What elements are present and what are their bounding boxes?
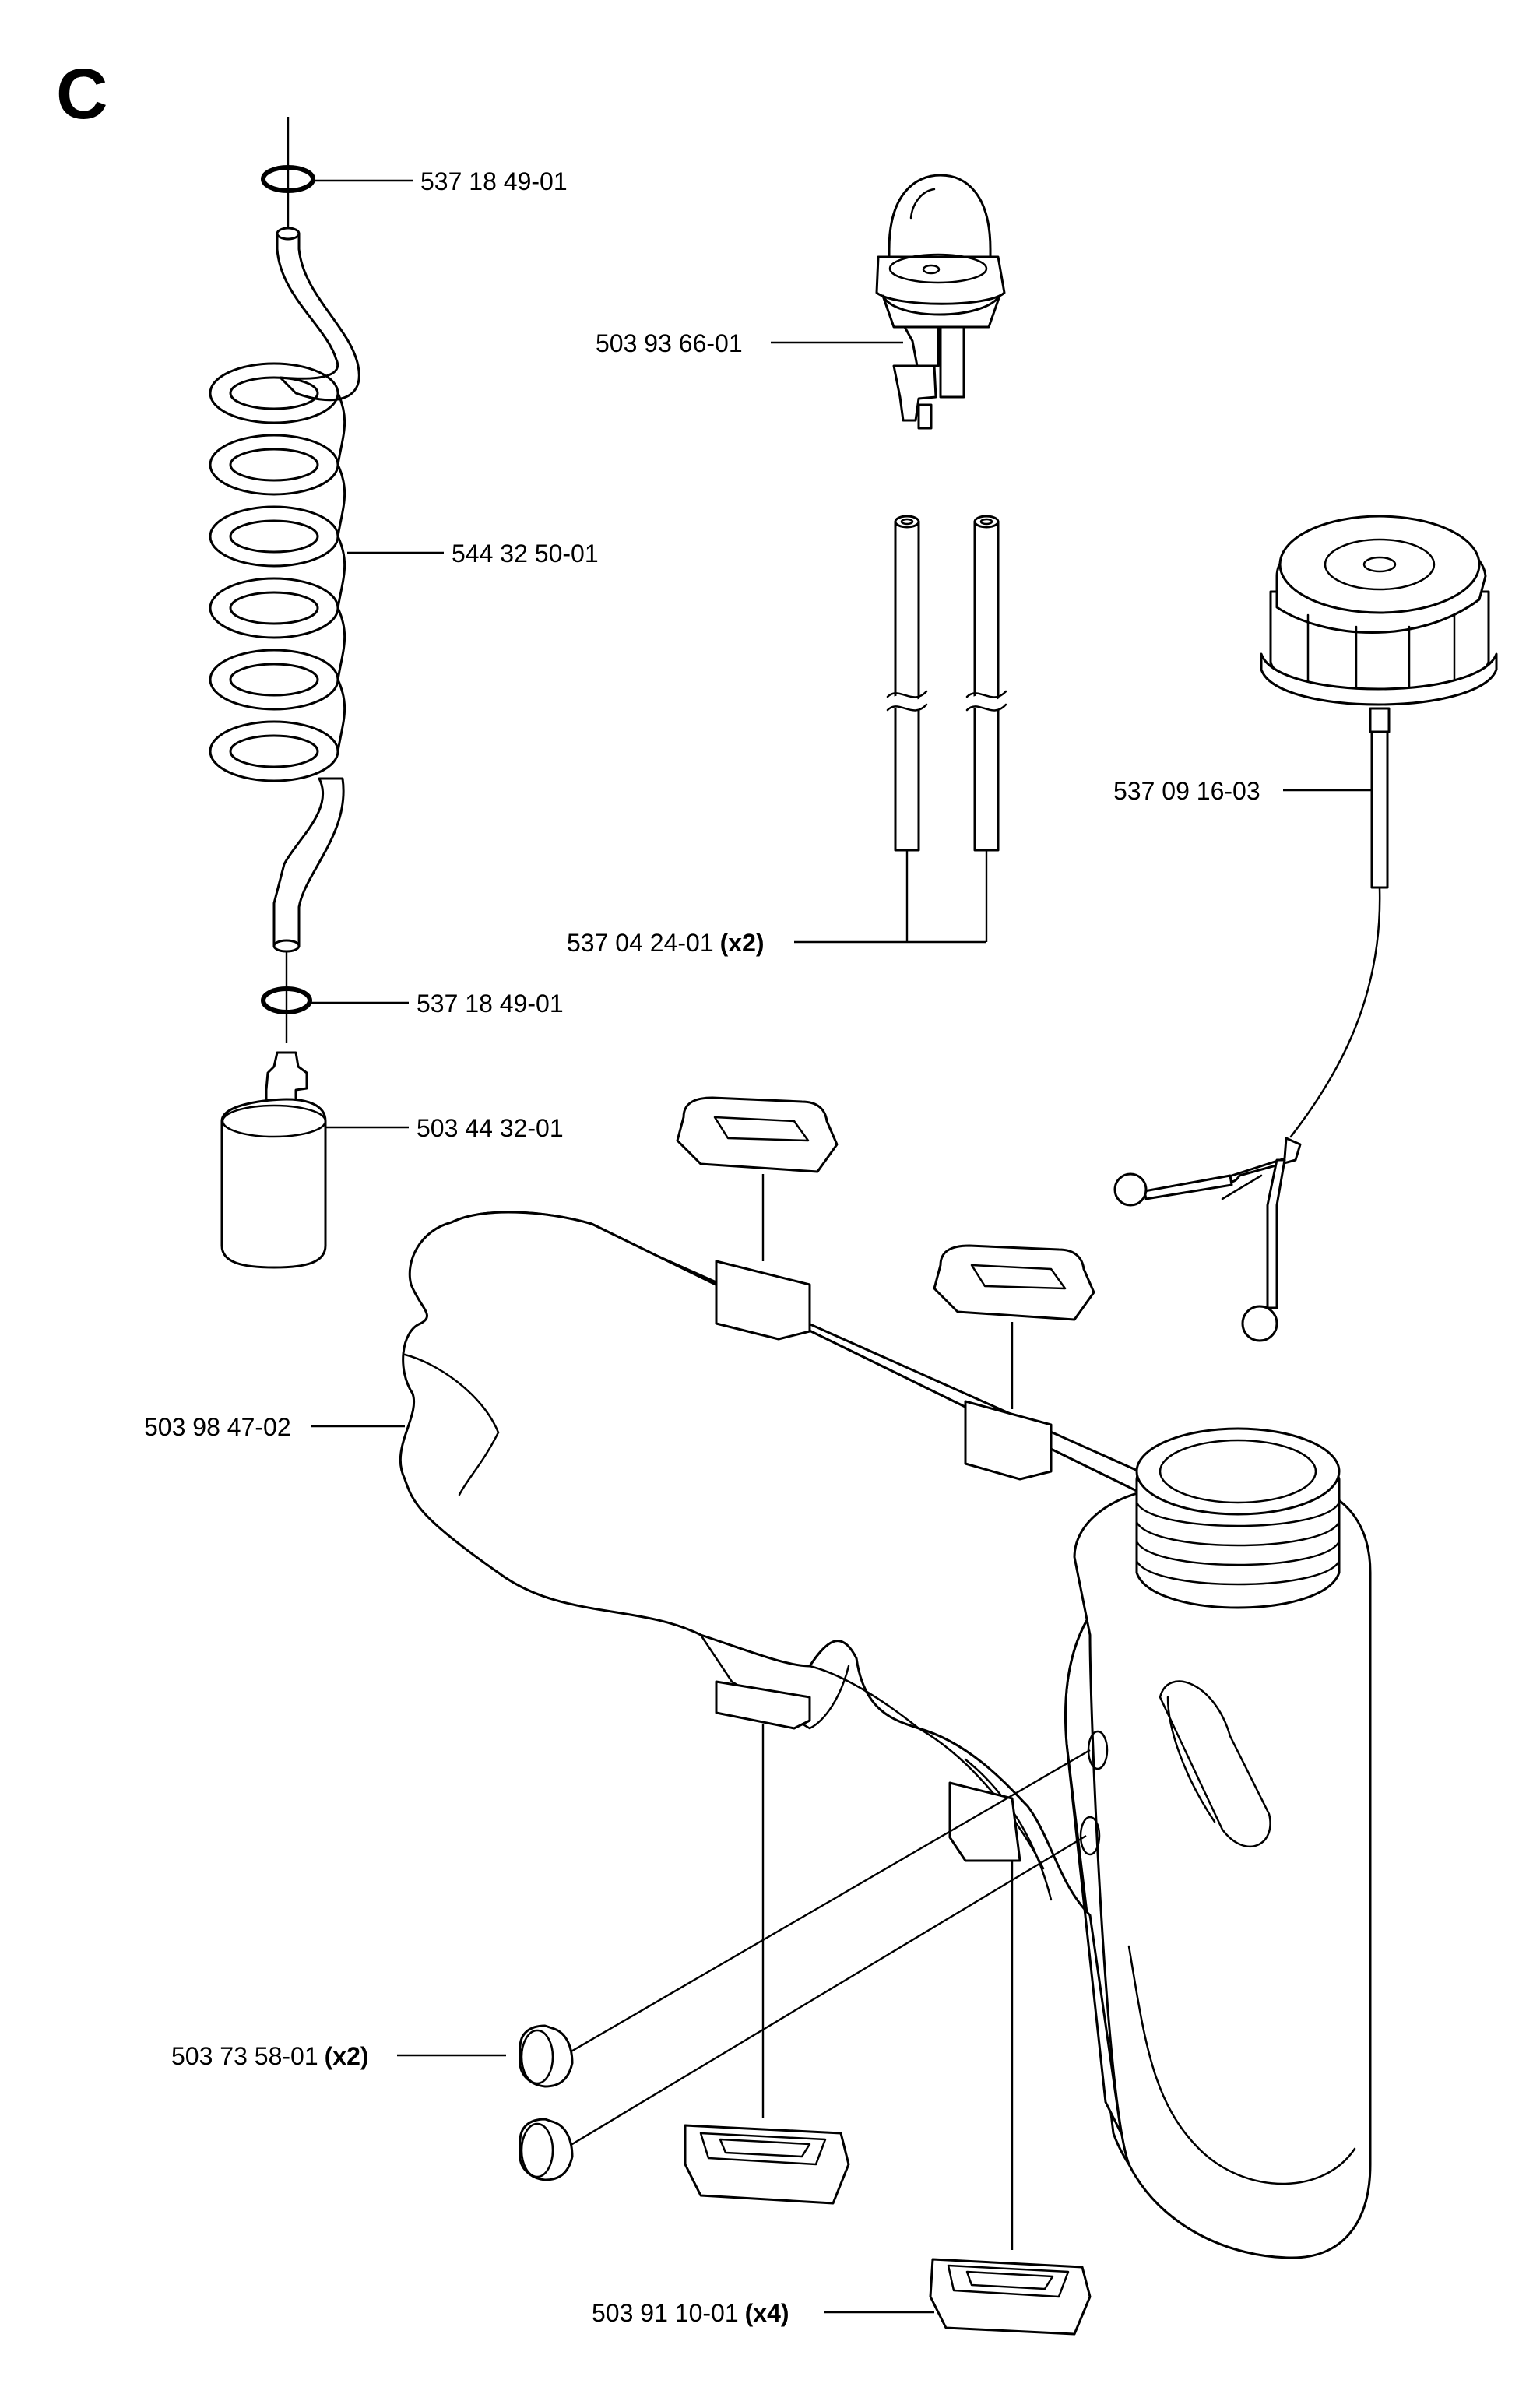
grommet[interactable]: 503 73 58-01(x2)	[171, 1749, 1091, 2181]
o-ring-top[interactable]: 537 18 49-01	[261, 117, 568, 234]
fuel-hose-coiled[interactable]: 544 32 50-01	[209, 227, 599, 953]
fuel-filter[interactable]: 503 44 32-01	[220, 1051, 564, 1269]
rubber-mount-top-left[interactable]	[676, 1096, 839, 1261]
part-number-primer-bulb: 503 93 66-01	[596, 329, 743, 357]
part-number-fuel-filter: 503 44 32-01	[417, 1114, 564, 1142]
svg-text:503 91 10-01(x4): 503 91 10-01(x4)	[592, 2299, 789, 2327]
part-number-rubber-mount: 503 91 10-01	[592, 2299, 739, 2327]
part-number-fuel-tank: 503 98 47-02	[144, 1413, 291, 1441]
o-ring-bottom[interactable]: 537 18 49-01	[261, 951, 564, 1043]
quantity-rubber-mount: (x4)	[745, 2299, 789, 2327]
svg-text:503 73 58-01(x2): 503 73 58-01(x2)	[171, 2042, 369, 2070]
quantity-grommet: (x2)	[325, 2042, 369, 2070]
rubber-mount-top-right[interactable]	[933, 1244, 1095, 1409]
rubber-mount[interactable]: 503 91 10-01(x4)	[592, 1724, 1092, 2336]
part-number-o-ring-bottom: 537 18 49-01	[417, 990, 564, 1018]
part-number-fuel-hose: 544 32 50-01	[452, 540, 599, 568]
primer-bulb[interactable]: 503 93 66-01	[596, 174, 1006, 430]
part-number-fuel-cap: 537 09 16-03	[1113, 777, 1260, 805]
fuel-cap[interactable]: 537 09 16-03	[1113, 515, 1498, 1342]
part-number-o-ring-top: 537 18 49-01	[420, 167, 568, 195]
part-number-grommet: 503 73 58-01	[171, 2042, 318, 2070]
fuel-tank[interactable]: 503 98 47-02	[144, 1211, 1372, 2259]
part-number-fuel-pipe: 537 04 24-01	[567, 929, 714, 957]
fuel-pipe[interactable]: 537 04 24-01(x2)	[567, 515, 1011, 957]
quantity-fuel-pipe: (x2)	[720, 929, 765, 957]
section-letter: C	[56, 54, 107, 134]
svg-text:537 04 24-01(x2): 537 04 24-01(x2)	[567, 929, 765, 957]
